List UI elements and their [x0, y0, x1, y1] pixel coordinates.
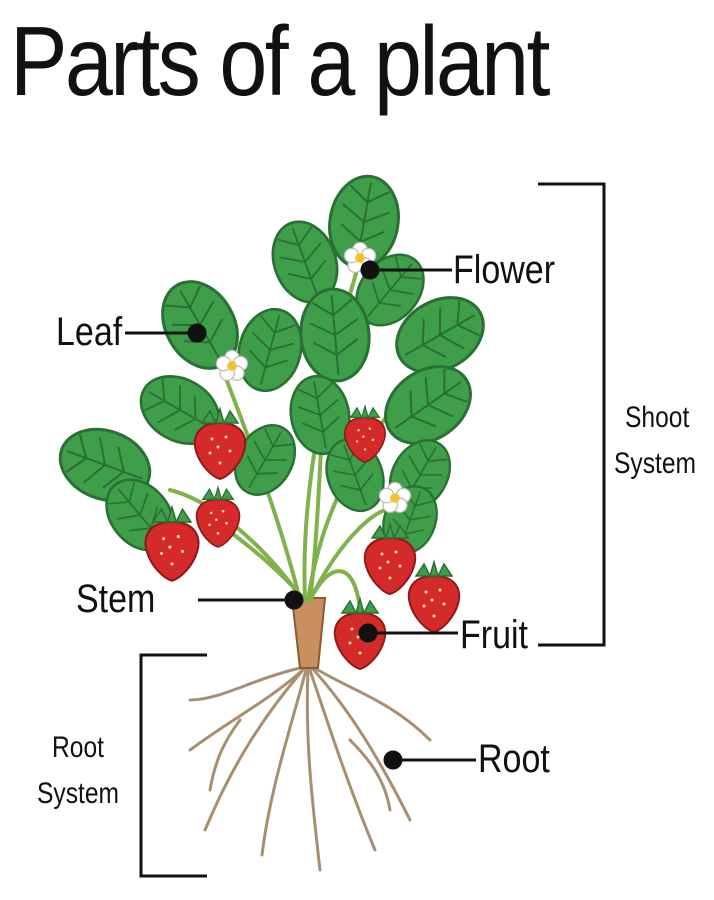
- leaf-label: Leaf: [56, 310, 123, 354]
- roots-art: [188, 665, 432, 872]
- shoot-system-label: Shoot: [625, 400, 689, 435]
- root-system-label-2: System: [37, 776, 119, 811]
- shoot-system-line1: Shoot: [625, 401, 690, 434]
- shoot-system-line2: System: [614, 447, 697, 480]
- root-system-bracket: [139, 653, 207, 878]
- flower-label: Flower: [453, 248, 556, 292]
- page-title: Parts of a plant: [10, 6, 550, 116]
- shoot-system-label-2: System: [614, 446, 696, 481]
- root-dot: [383, 750, 403, 770]
- root-system-label: Root: [52, 730, 104, 765]
- stem-dot: [284, 590, 304, 610]
- fruit-dot: [358, 623, 378, 643]
- flower-dot: [360, 260, 380, 280]
- root-label: Root: [478, 737, 550, 781]
- stem-base-art: [290, 597, 327, 669]
- root-system-line2: System: [37, 777, 120, 810]
- root-system-line1: Root: [52, 731, 104, 764]
- pointer-lines: [125, 260, 476, 770]
- fruit-label: Fruit: [460, 613, 528, 657]
- leaf-dot: [187, 323, 207, 343]
- shoot-system-bracket: [538, 182, 606, 647]
- stem-label: Stem: [76, 577, 156, 621]
